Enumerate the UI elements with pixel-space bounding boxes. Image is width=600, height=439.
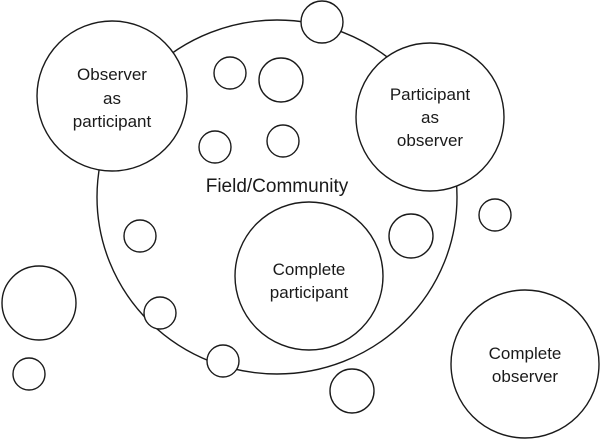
role-circle (234, 201, 384, 351)
role-label: participant (73, 112, 152, 131)
member-circle (213, 56, 247, 90)
role-label: Complete (489, 344, 562, 363)
member-circle (143, 296, 177, 330)
role-label: as (103, 89, 121, 108)
member-circle (198, 130, 232, 164)
role-complete-participant: Complete participant (234, 201, 384, 351)
outsider-circle (478, 198, 512, 232)
member-circle (206, 344, 240, 378)
role-complete-observer: Complete observer (450, 289, 600, 439)
role-participant-as-observer: Participant as observer (355, 42, 505, 192)
role-label: participant (270, 283, 349, 302)
outsider-circle (12, 357, 46, 391)
role-observer-as-participant: Observer as participant (36, 20, 188, 172)
member-circle (266, 124, 300, 158)
member-circle (388, 213, 434, 259)
role-label: Observer (77, 65, 147, 84)
boundary-circles (143, 0, 344, 378)
role-label: Complete (273, 260, 346, 279)
member-circle (258, 57, 304, 103)
role-circle (355, 42, 505, 192)
member-circle (123, 219, 157, 253)
inside-field-circles (123, 56, 434, 259)
outsider-circle (1, 265, 77, 341)
outsider-circle (329, 368, 375, 414)
role-label: observer (397, 131, 463, 150)
role-label: as (421, 108, 439, 127)
role-label: Participant (390, 85, 471, 104)
member-circle (300, 0, 344, 44)
role-label: observer (492, 367, 558, 386)
role-circle (450, 289, 600, 439)
outside-field-circles (1, 198, 512, 414)
role-circle (36, 20, 188, 172)
field-community-label: Field/Community (206, 176, 349, 197)
